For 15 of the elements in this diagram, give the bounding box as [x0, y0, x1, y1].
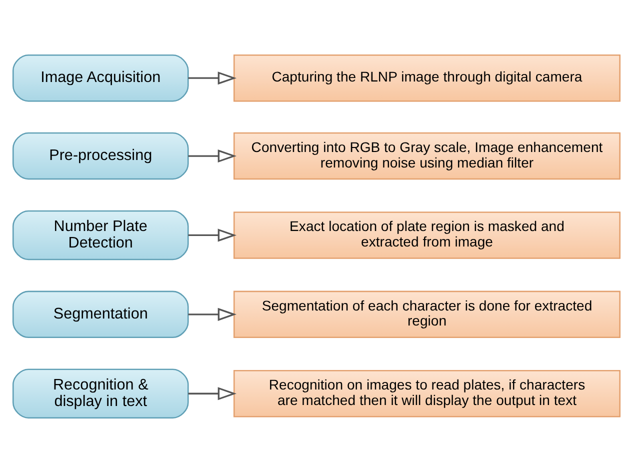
arrow	[188, 307, 236, 320]
node-box: Exact location of plate region is masked and extracted from image	[233, 211, 621, 258]
node-box: Pre-processing	[12, 132, 189, 180]
node-box: Recognition on images to read plates, if characters are matched then it will display the output in text	[233, 369, 621, 417]
node-box: Recognition & display in text	[12, 368, 189, 418]
arrow	[188, 149, 236, 162]
node-box: Segmentation of each character is done for extracted region	[233, 290, 621, 338]
arrow	[188, 228, 236, 242]
node-box: Capturing the RLNP image through digital camera	[233, 54, 621, 102]
arrow	[188, 386, 236, 400]
node-box: Number Plate Detection	[12, 210, 189, 260]
node-box: Segmentation	[12, 290, 189, 338]
arrow	[188, 71, 236, 84]
node-box: Image Acquisition	[12, 54, 189, 102]
node-box: Converting into RGB to Gray scale, Image enhancement removing noise using median filter	[233, 132, 621, 180]
